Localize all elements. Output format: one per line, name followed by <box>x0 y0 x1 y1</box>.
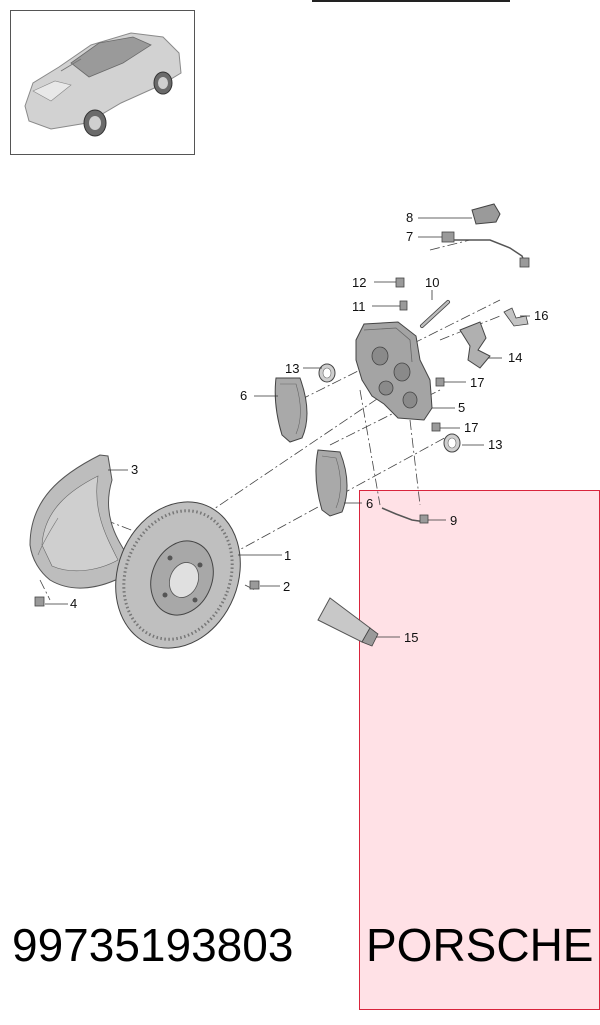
callout-labels: 1 2 3 4 5 6 6 7 8 9 10 11 12 13 13 14 15… <box>70 210 548 645</box>
callout-11: 11 <box>352 299 366 314</box>
clip-16 <box>503 307 529 327</box>
brake-pad-rear <box>274 377 308 443</box>
bolt-4 <box>34 596 45 607</box>
brake-disc-part <box>115 501 241 649</box>
callout-14: 14 <box>508 350 522 365</box>
cap-8 <box>471 203 501 225</box>
car-thumbnail <box>10 10 195 155</box>
callout-17-lower: 17 <box>464 420 478 435</box>
brake-line-9 <box>381 507 429 524</box>
part-number-text: 99735193803 <box>12 919 294 971</box>
callout-2: 2 <box>283 579 290 594</box>
part-11 <box>399 300 408 311</box>
pin-10 <box>420 300 450 328</box>
callout-6-upper: 6 <box>240 388 247 403</box>
spring-14 <box>459 321 491 369</box>
callout-leaders <box>45 217 530 638</box>
caliper-part <box>355 321 433 421</box>
callout-5: 5 <box>458 400 465 415</box>
callout-8: 8 <box>406 210 413 225</box>
bleed-screw-17-lower <box>431 422 441 432</box>
callout-10: 10 <box>425 275 439 290</box>
car-thumbnail-icon <box>24 32 182 137</box>
brand-text: PORSCHE <box>366 919 594 971</box>
callout-4: 4 <box>70 596 77 611</box>
callout-13-lower: 13 <box>488 437 502 452</box>
top-divider-line <box>312 0 510 2</box>
callout-17-upper: 17 <box>470 375 484 390</box>
bleed-screw-17-upper <box>435 377 445 387</box>
wear-sensor-7 <box>441 231 530 268</box>
seal-13-lower <box>443 433 461 453</box>
callout-16: 16 <box>534 308 548 323</box>
callout-12: 12 <box>352 275 366 290</box>
callout-9: 9 <box>450 513 457 528</box>
part-12 <box>395 277 405 288</box>
callout-7: 7 <box>406 229 413 244</box>
callout-15: 15 <box>404 630 418 645</box>
dust-shield-part <box>29 454 131 589</box>
callout-3: 3 <box>131 462 138 477</box>
seal-13-upper <box>318 363 336 383</box>
callout-13-upper: 13 <box>285 361 299 376</box>
grease-tube-15 <box>317 597 379 647</box>
brake-pad-front <box>315 449 348 517</box>
callout-6-lower: 6 <box>366 496 373 511</box>
callout-1: 1 <box>284 548 291 563</box>
screw-2 <box>249 580 260 590</box>
